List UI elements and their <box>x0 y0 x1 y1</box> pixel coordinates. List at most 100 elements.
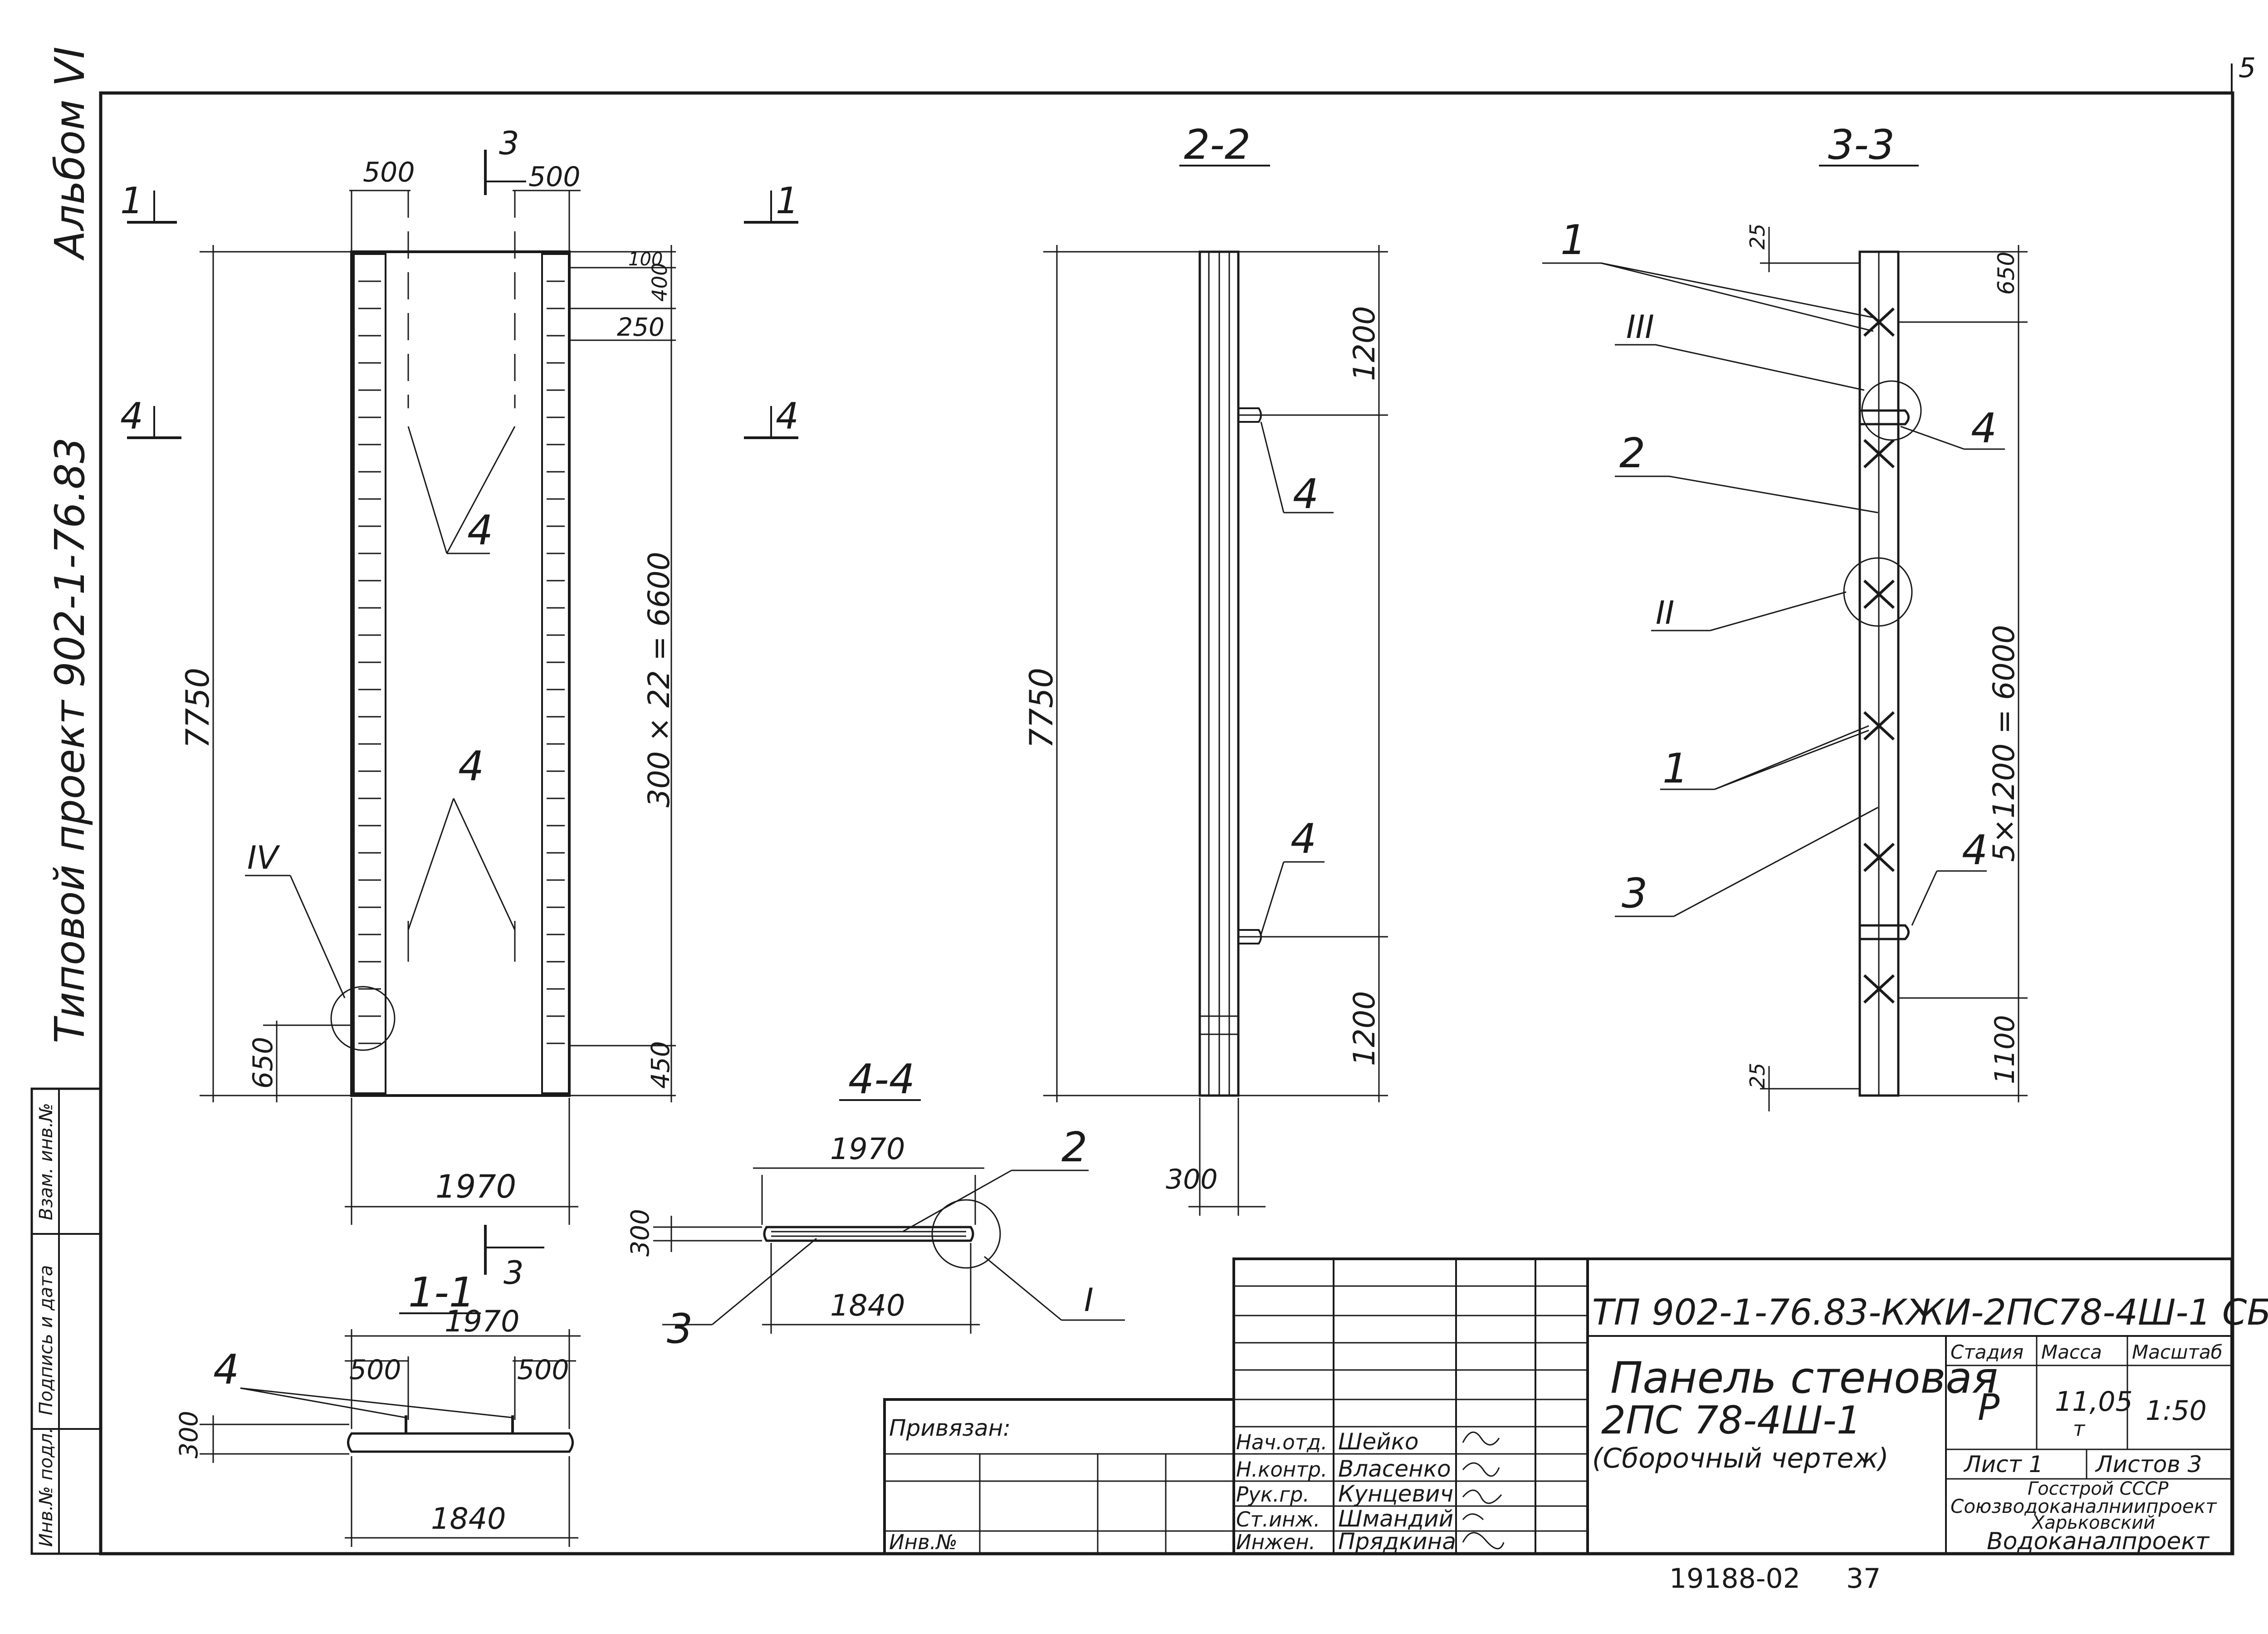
callout-4-upper: 4 <box>467 507 493 554</box>
name-4: Шмандий <box>1338 1506 1453 1532</box>
album-label: Альбом VI <box>46 47 94 261</box>
front-elevation: 500 500 100 400 250 300 × 22 = 6600 450 … <box>120 125 799 1292</box>
callout-4-side-upper: 4 <box>1293 470 1319 518</box>
callout-3-44: 3 <box>667 1305 693 1353</box>
dim-1840-11: 1840 <box>431 1502 506 1536</box>
name-3: Кунцевич <box>1338 1481 1453 1507</box>
section-2-2: 2-2 7750 1200 1200 4 4 300 <box>1023 121 1388 1216</box>
stage-label: Стадия <box>1950 1341 2024 1363</box>
svg-text:Взам. инв.№: Взам. инв.№ <box>36 1103 57 1220</box>
panel-name-line1: Панель стеновая <box>1610 1353 1998 1403</box>
dim-100: 100 <box>628 249 663 270</box>
bound-label: Привязан: <box>889 1415 1011 1441</box>
title-2-2: 2-2 <box>1184 121 1251 169</box>
svg-text:Альбом VI: Альбом VI <box>46 47 94 261</box>
mass-label: Масса <box>2041 1341 2102 1363</box>
dim-300-44: 300 <box>626 1209 655 1257</box>
dim-500-11-right: 500 <box>517 1354 569 1386</box>
dim-500-right: 500 <box>528 161 581 193</box>
callout-2-44: 2 <box>1061 1124 1087 1171</box>
title-1-1: 1-1 <box>408 1269 475 1316</box>
section-3-top: 3 <box>499 125 519 162</box>
dim-6000: 5×1200 = 6000 <box>1987 625 2021 862</box>
inv-label: Инв.№ <box>889 1530 958 1554</box>
dim-500-left: 500 <box>363 157 415 188</box>
dim-1840-44: 1840 <box>830 1289 905 1323</box>
callout-4-right-lower: 4 <box>1962 827 1988 874</box>
name-2: Власенко <box>1338 1456 1451 1482</box>
callout-1-lower: 1 <box>1662 745 1688 793</box>
title-3-3: 3-3 <box>1828 121 1895 169</box>
org-line1: Госстрой СССР <box>2028 1478 2169 1499</box>
callout-I: I <box>1084 1282 1094 1319</box>
callout-4-side-lower: 4 <box>1290 815 1316 863</box>
svg-text:Типовой проект 902-1-76.83: Типовой проект 902-1-76.83 <box>46 437 94 1043</box>
callout-3-section: 3 <box>1622 870 1647 917</box>
dim-1970-44: 1970 <box>830 1132 905 1166</box>
dim-7750-front: 7750 <box>179 668 216 749</box>
section-4-4: 4-4 1970 1840 300 2 3 I <box>626 1056 1125 1353</box>
dim-650-section: 650 <box>1993 252 2019 295</box>
dim-6600: 300 × 22 = 6600 <box>642 552 676 807</box>
name-5: Прядкина <box>1338 1528 1456 1555</box>
stage-value: Р <box>1978 1386 2000 1429</box>
panel-name-line2: 2ПС 78-4Ш-1 <box>1601 1398 1861 1443</box>
signatures <box>1462 1431 1505 1550</box>
archive-number: 19188-02 <box>1669 1563 1800 1595</box>
section-4-right: 4 <box>776 395 799 437</box>
dim-300-11: 300 <box>174 1411 203 1458</box>
drawing-code: ТП 902-1-76.83-КЖИ-2ПС78-4Ш-1 СБ <box>1592 1292 2268 1333</box>
svg-text:Подпись и дата: Подпись и дата <box>36 1265 57 1415</box>
role-2: Н.контр. <box>1236 1458 1327 1482</box>
callout-4-right-upper: 4 <box>1971 405 1997 452</box>
page-number: 5 <box>2239 52 2256 84</box>
org-line4: Водоканалпроект <box>1987 1528 2210 1555</box>
section-3-bottom: 3 <box>503 1254 524 1292</box>
title-4-4: 4-4 <box>848 1056 915 1103</box>
org-line2: Союзводоканалниипроект <box>1950 1495 2217 1517</box>
dim-1200-bottom: 1200 <box>1348 991 1382 1066</box>
role-3: Рук.гр. <box>1236 1482 1310 1507</box>
callout-4-11: 4 <box>213 1346 239 1394</box>
section-1-1: 1-1 1970 500 500 300 1840 4 <box>174 1269 581 1547</box>
org-line3: Харьковский <box>2031 1512 2155 1533</box>
callout-II: II <box>1656 594 1674 631</box>
dim-650-front: 650 <box>247 1037 279 1089</box>
role-5: Инжен. <box>1236 1530 1315 1554</box>
role-1: Нач.отд. <box>1236 1430 1327 1454</box>
dim-1100: 1100 <box>1989 1015 2021 1084</box>
scale-value: 1:50 <box>2146 1395 2207 1427</box>
sheet-frame <box>99 91 2234 1556</box>
dim-7750-side: 7750 <box>1023 668 1060 749</box>
svg-text:Инв.№ подл.: Инв.№ подл. <box>36 1428 57 1547</box>
dim-1200-top: 1200 <box>1348 306 1382 381</box>
callout-1-upper: 1 <box>1560 216 1586 264</box>
dim-300-side: 300 <box>1166 1164 1218 1195</box>
footer-page: 37 <box>1846 1563 1881 1595</box>
dim-400: 400 <box>648 263 672 302</box>
dim-450: 450 <box>646 1041 675 1089</box>
project-label: Типовой проект 902-1-76.83 <box>46 437 94 1043</box>
callout-IV: IV <box>247 839 280 876</box>
dim-500-11-left: 500 <box>349 1354 401 1386</box>
scale-label: Масштаб <box>2132 1341 2223 1363</box>
name-1: Шейко <box>1338 1429 1419 1455</box>
dim-1970-front: 1970 <box>435 1168 516 1205</box>
panel-name-line3: (Сборочный чертеж) <box>1592 1443 1889 1474</box>
sheet-number: Лист 1 <box>1963 1451 2043 1477</box>
role-4: Ст.инж. <box>1236 1507 1320 1531</box>
section-4-left: 4 <box>120 395 143 437</box>
section-1-right: 1 <box>776 180 799 222</box>
section-1-left: 1 <box>120 180 143 222</box>
callout-4-lower: 4 <box>458 743 484 790</box>
dim-25-top: 25 <box>1745 224 1769 250</box>
sheets-total: Листов 3 <box>2095 1451 2202 1477</box>
callout-III: III <box>1626 308 1654 346</box>
dim-250: 250 <box>617 313 665 342</box>
title-block: Привязан: Инв.№ Нач.отд. Шейко Н.контр. … <box>883 1257 2268 1555</box>
dim-1970-11: 1970 <box>445 1305 519 1339</box>
dim-25-bottom: 25 <box>1745 1063 1769 1089</box>
left-stamp: Инв.№ подл. Подпись и дата Взам. инв.№ <box>30 1087 102 1555</box>
mass-value: 11,05 <box>2055 1386 2133 1418</box>
